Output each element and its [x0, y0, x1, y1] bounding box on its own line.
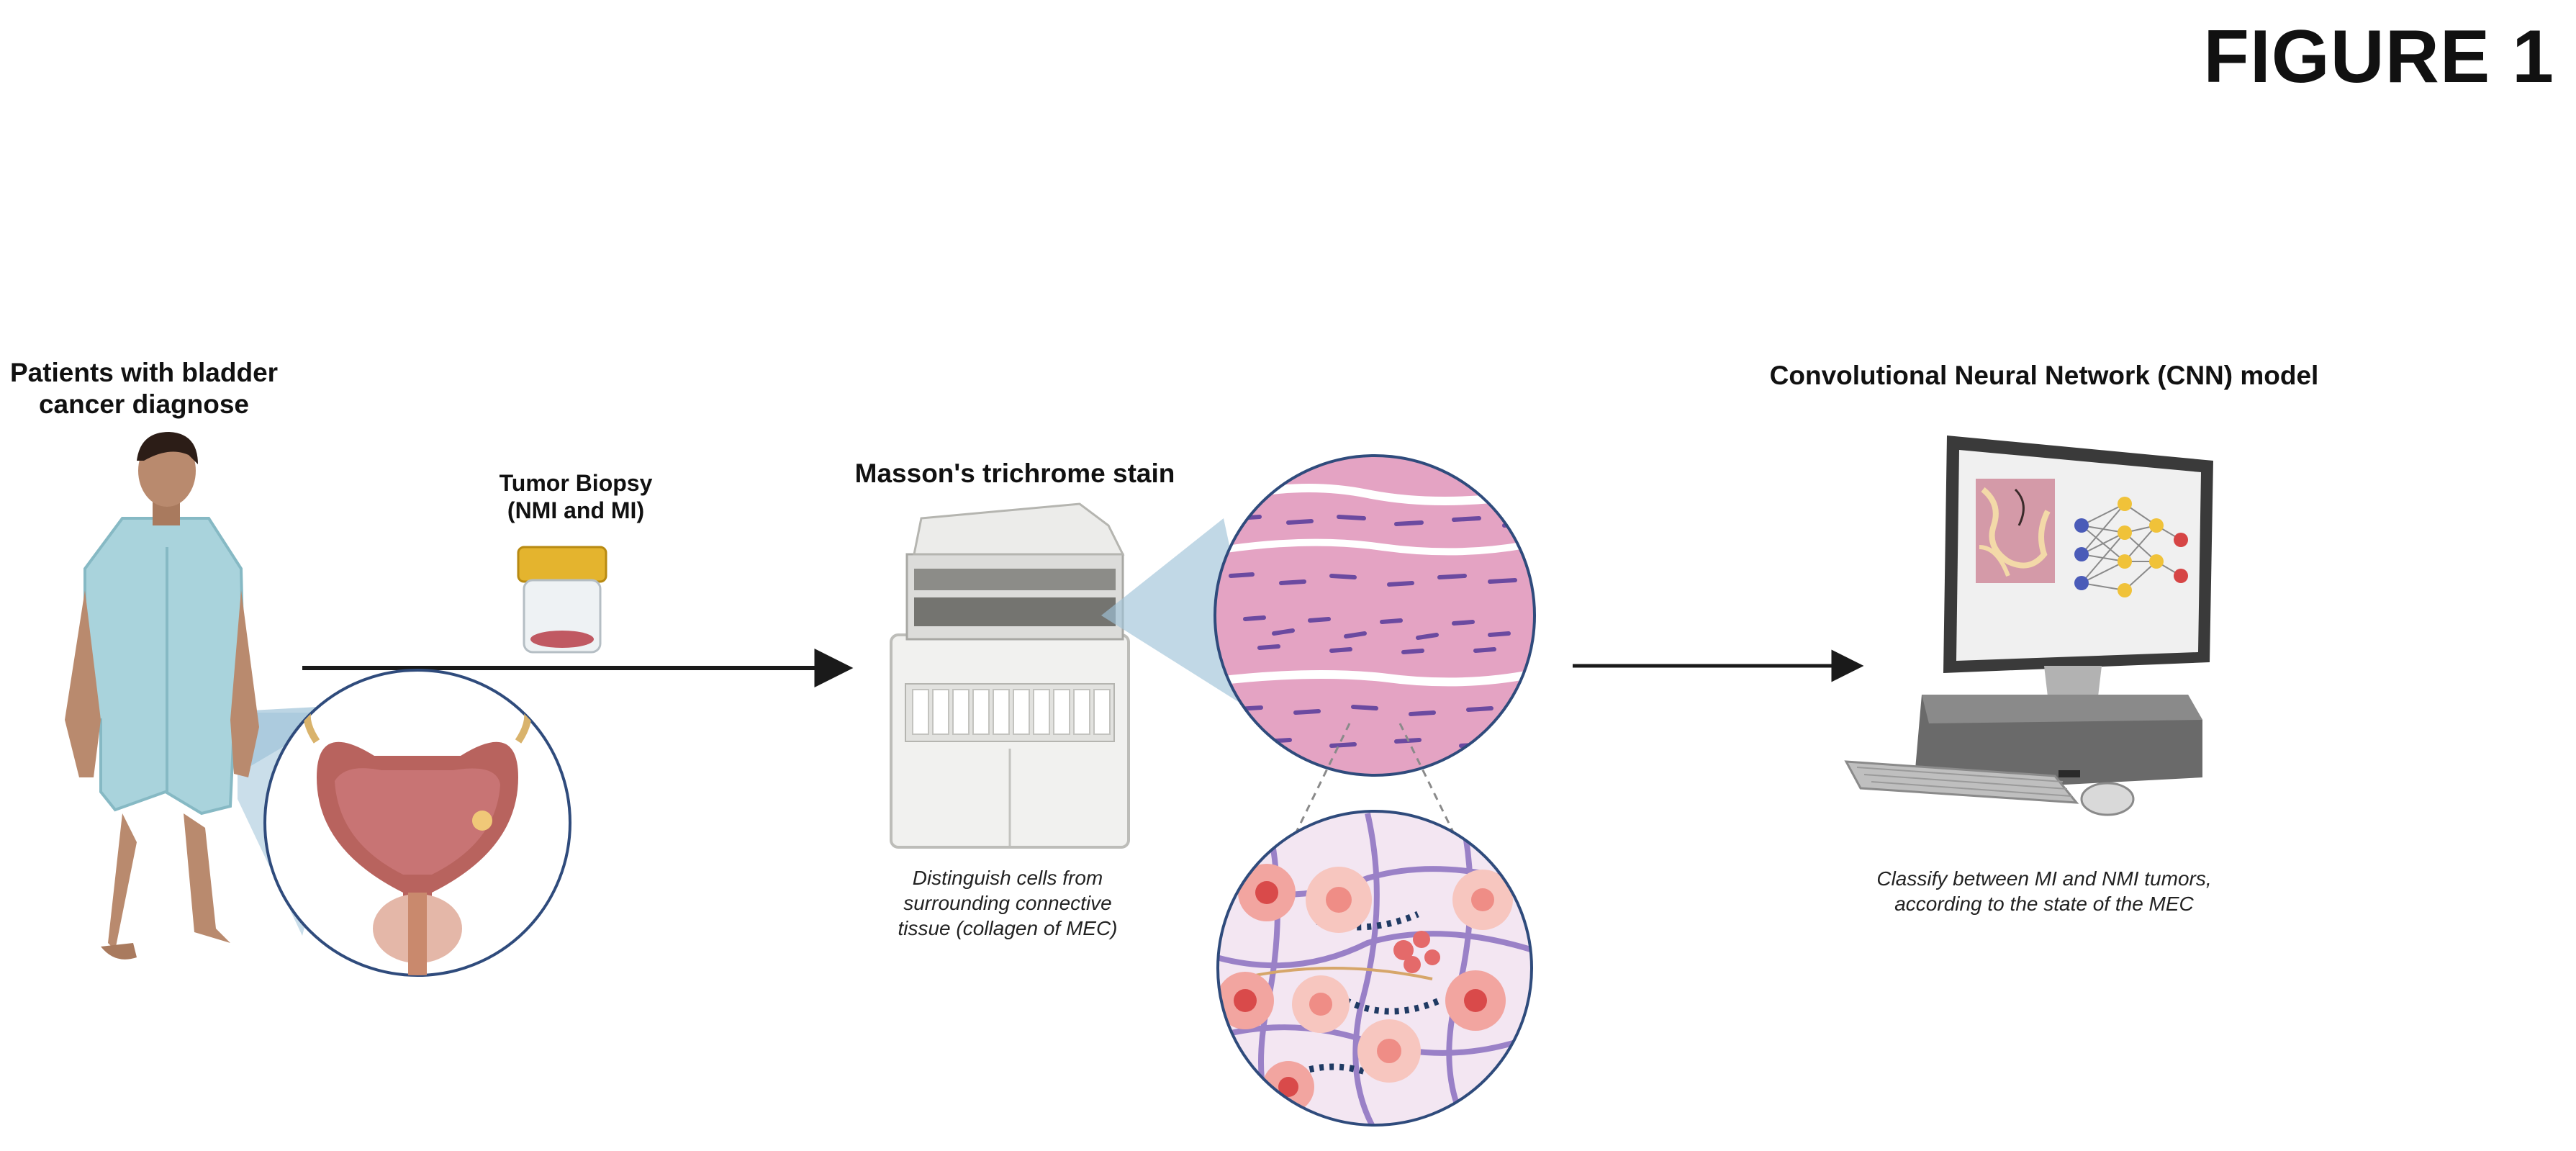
stain-caption-line2: surrounding connective	[903, 892, 1112, 914]
stain-caption: Distinguish cells from surrounding conne…	[849, 865, 1166, 941]
patient-label: Patients with bladder cancer diagnose	[0, 357, 288, 421]
cnn-caption-line2: according to the state of the MEC	[1894, 893, 2194, 915]
figure-title: FIGURE 1	[2203, 15, 2554, 99]
patient-figure	[65, 432, 259, 960]
bladder-icon	[263, 669, 571, 977]
zoom-lines	[1255, 723, 1495, 915]
stain-caption-line1: Distinguish cells from	[912, 867, 1103, 889]
patient-label-line1: Patients with bladder	[9, 358, 279, 387]
stainer-machine-icon	[890, 502, 1130, 849]
specimen-jar-icon	[517, 546, 607, 654]
stain-label: Masson's trichrome stain	[854, 459, 1175, 488]
histology-circle	[1214, 454, 1536, 777]
screen-histology-thumbnail	[1976, 479, 2055, 583]
stain-caption-line3: tissue (collagen of MEC)	[898, 917, 1118, 939]
biopsy-label-line1: Tumor Biopsy	[499, 470, 653, 496]
biopsy-label: Tumor Biopsy (NMI and MI)	[446, 469, 705, 525]
biopsy-label-line2: (NMI and MI)	[507, 497, 645, 524]
neural-network-icon	[2074, 497, 2188, 597]
patient-label-line2: cancer diagnose	[38, 389, 249, 420]
cnn-caption: Classify between MI and NMI tumors, acco…	[1828, 866, 2260, 916]
cell-matrix-circle	[1216, 810, 1533, 1127]
cnn-label: Convolutional Neural Network (CNN) model	[1769, 361, 2319, 390]
cnn-caption-line1: Classify between MI and NMI tumors,	[1876, 867, 2212, 890]
